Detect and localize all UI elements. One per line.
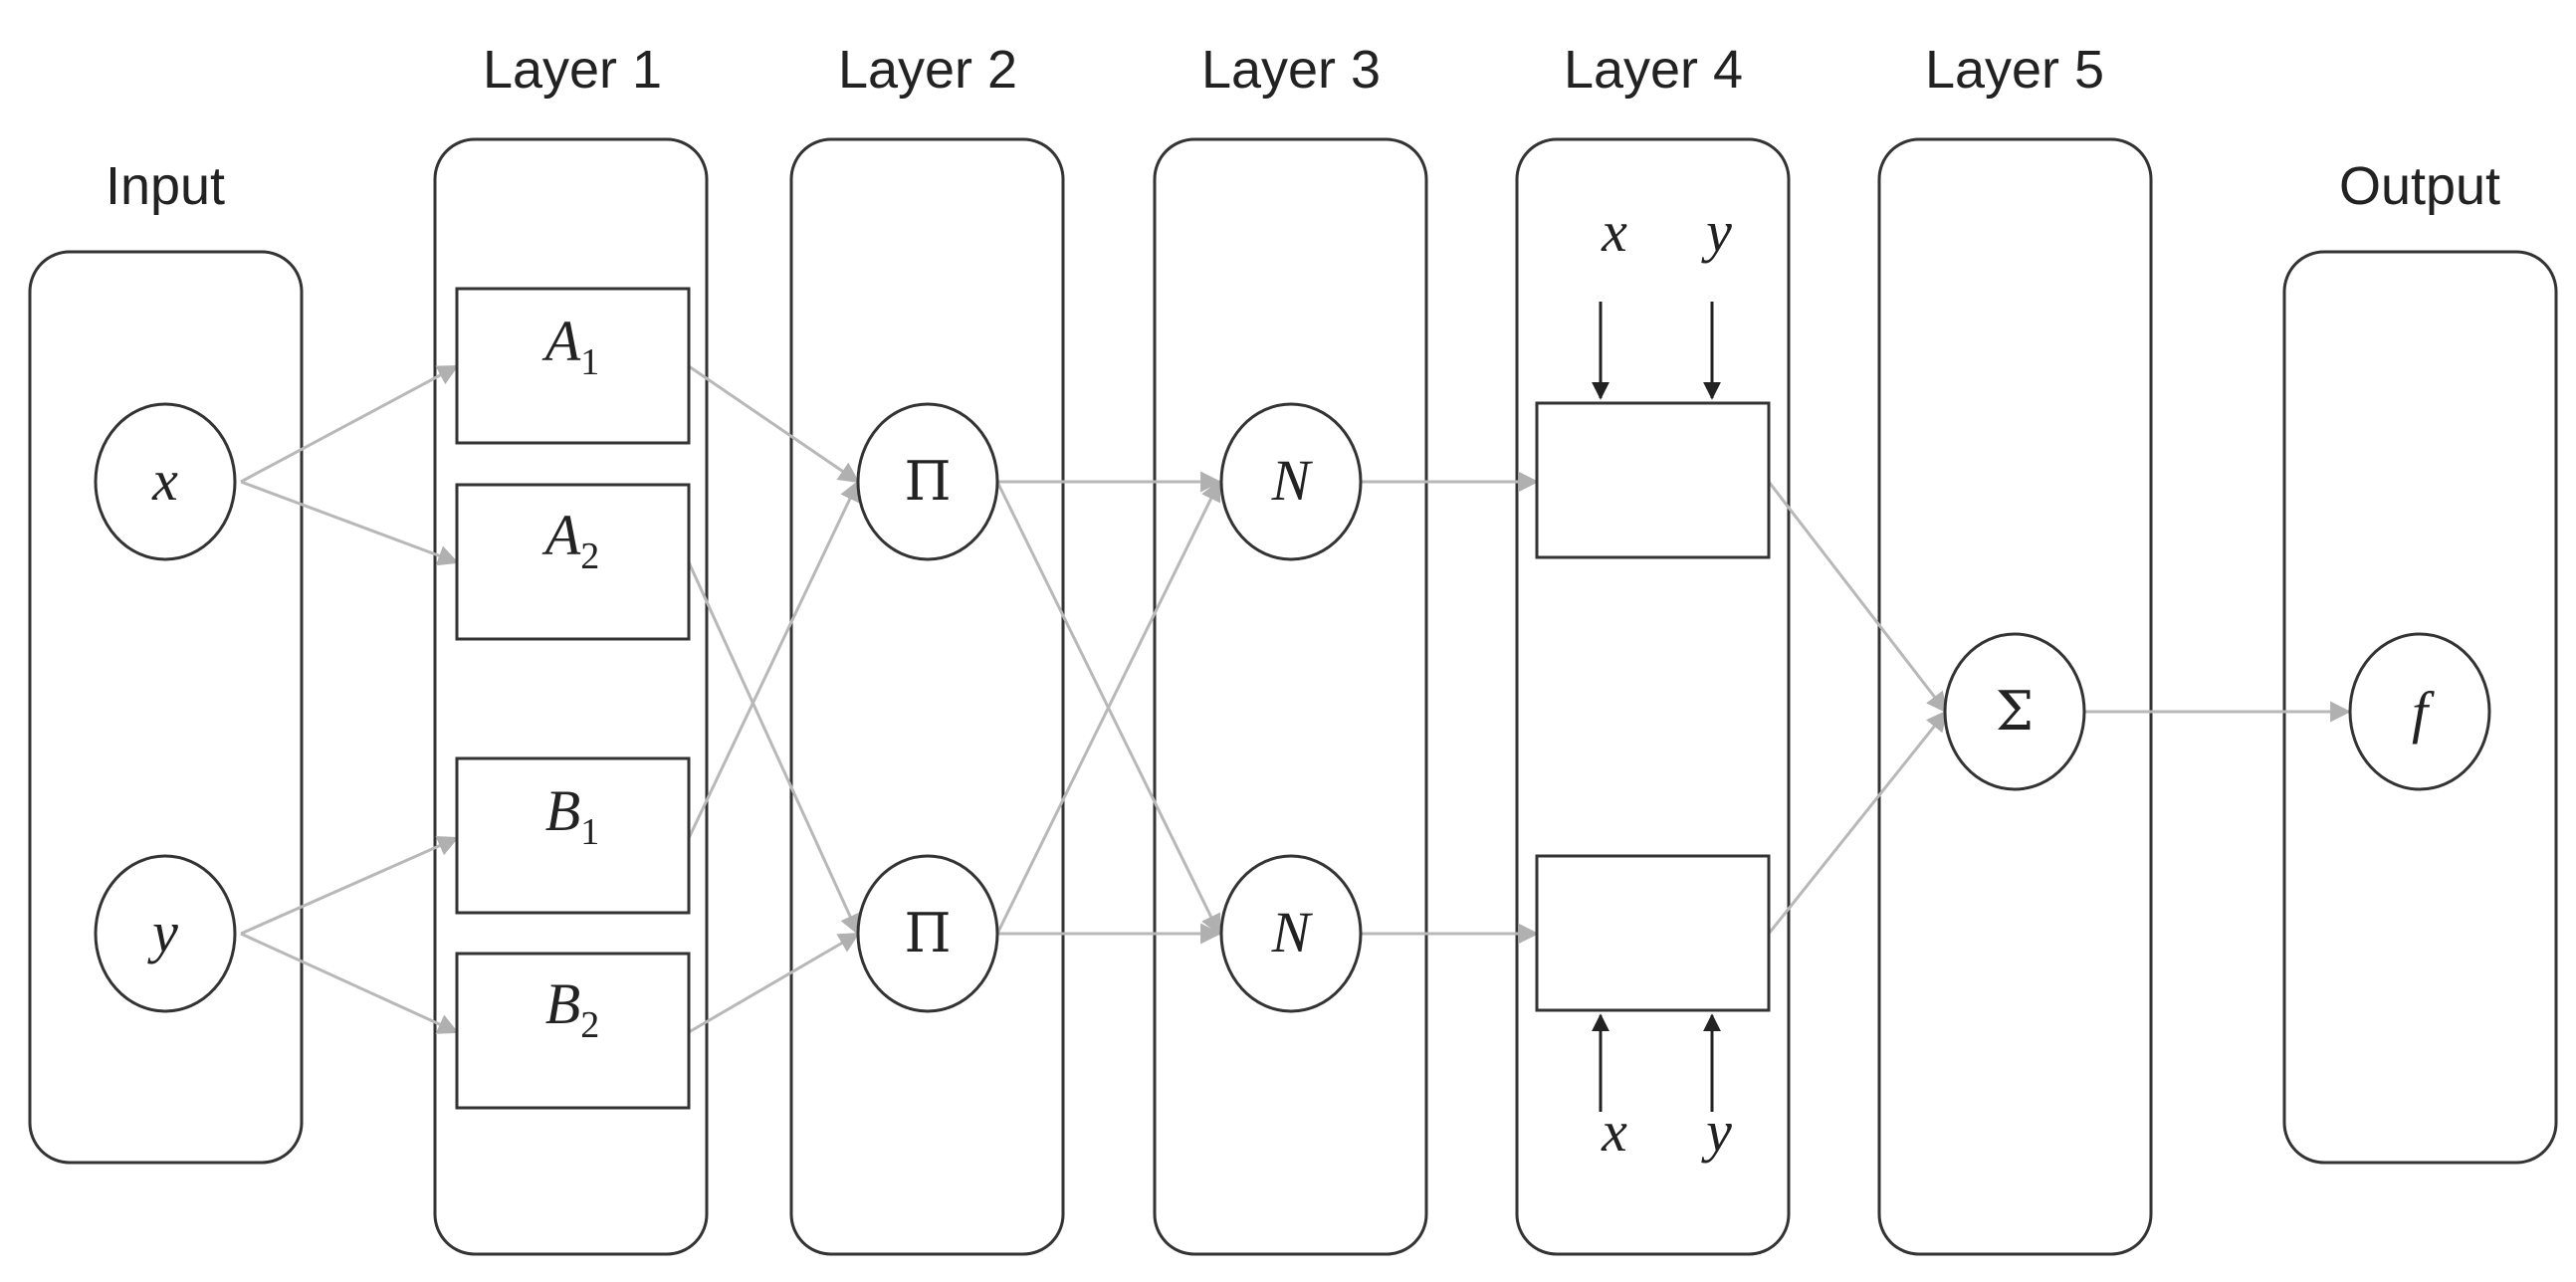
layer2-header: Layer 2 xyxy=(838,40,1017,100)
edge-rule1-sum xyxy=(1767,481,1948,714)
membership-box-b1: B1 xyxy=(455,756,691,915)
input-node-x: x xyxy=(94,402,237,561)
edge-b1-pi1 xyxy=(687,480,860,839)
summation-node: Σ xyxy=(1943,632,2086,791)
layer1-header: Layer 1 xyxy=(483,40,662,100)
input-panel xyxy=(28,250,304,1165)
edge-a2-pi2 xyxy=(687,561,860,936)
product-node-top: Π xyxy=(856,402,999,561)
edge-x-a2 xyxy=(240,480,459,566)
normalize-node-top: N xyxy=(1219,402,1363,561)
layer5-header: Layer 5 xyxy=(1925,40,2104,100)
rule-bottom-x-label: x xyxy=(1601,1099,1627,1164)
edge-pi2-n1 xyxy=(995,480,1221,935)
layer2-panel xyxy=(789,137,1065,1256)
membership-box-a1: A1 xyxy=(455,287,691,445)
b1-subscript: 1 xyxy=(580,811,599,853)
layer4-panel xyxy=(1515,137,1791,1256)
edge-a1-pi1 xyxy=(688,364,860,484)
layer3-header: Layer 3 xyxy=(1201,40,1381,100)
b2-subscript: 2 xyxy=(580,1004,599,1046)
rule-top-y-label: y xyxy=(1701,199,1732,264)
a2-subscript: 2 xyxy=(580,535,599,577)
product-node-bottom: Π xyxy=(856,854,999,1013)
edge-x-a1 xyxy=(240,364,459,484)
output-header: Output xyxy=(2339,156,2500,216)
normalize-top-label: N xyxy=(1271,448,1314,513)
product-bottom-label: Π xyxy=(904,902,951,964)
svg-text:A1: A1 xyxy=(541,309,599,383)
edge-b2-pi2 xyxy=(688,932,860,1034)
b2-letter: B xyxy=(545,971,580,1036)
membership-box-b2: B2 xyxy=(455,952,691,1110)
rule-bottom-y-label: y xyxy=(1701,1099,1732,1164)
edge-y-b2 xyxy=(240,932,459,1034)
normalize-node-bottom: N xyxy=(1219,854,1363,1013)
edge-y-b1 xyxy=(240,836,459,936)
layer3-panel xyxy=(1153,137,1428,1256)
rule-box-bottom xyxy=(1535,854,1771,1012)
input-y-label: y xyxy=(147,900,178,964)
a1-subscript: 1 xyxy=(580,341,599,383)
membership-box-a2: A2 xyxy=(455,483,691,641)
svg-text:A2: A2 xyxy=(541,503,599,577)
output-node-f: f xyxy=(2348,632,2491,791)
normalize-bottom-label: N xyxy=(1271,900,1314,964)
input-header: Input xyxy=(106,156,225,216)
svg-text:B2: B2 xyxy=(545,971,599,1046)
input-x-label: x xyxy=(151,448,178,513)
rule-box-top xyxy=(1535,401,1771,559)
a2-letter: A xyxy=(541,503,581,567)
b1-letter: B xyxy=(545,778,580,843)
layer4-header: Layer 4 xyxy=(1564,40,1743,100)
edge-rule2-sum xyxy=(1767,710,1948,935)
input-node-y: y xyxy=(94,854,237,1013)
summation-label: Σ xyxy=(1996,680,2034,743)
a1-letter: A xyxy=(541,309,581,373)
rule-top-x-label: x xyxy=(1601,199,1627,264)
product-top-label: Π xyxy=(904,450,951,513)
svg-text:B1: B1 xyxy=(545,778,599,853)
